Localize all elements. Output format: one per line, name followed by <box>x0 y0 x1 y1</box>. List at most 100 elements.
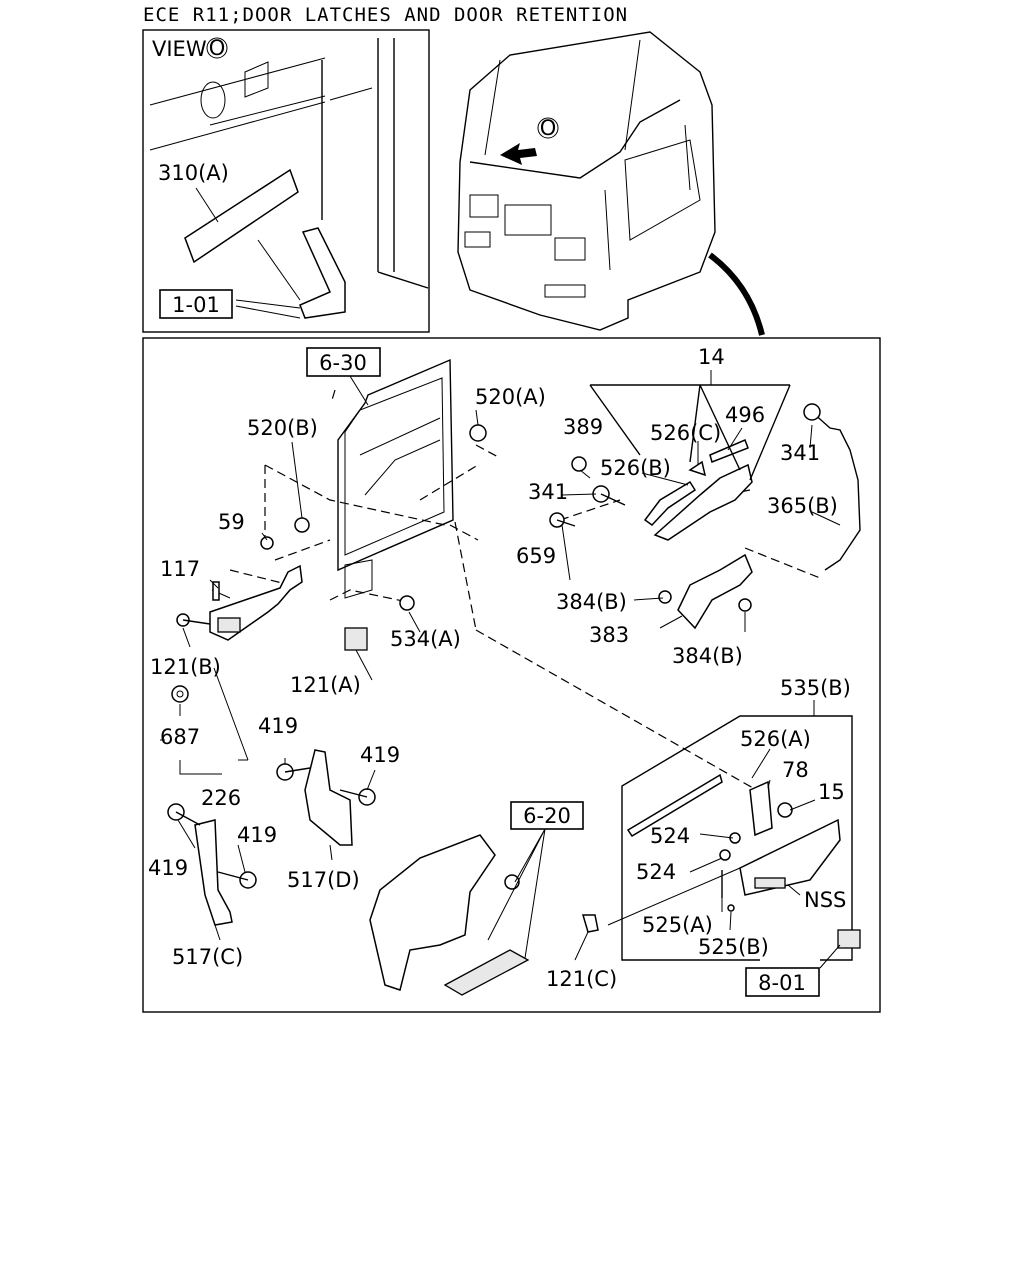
dashed-assembly-lines-left <box>229 389 479 603</box>
clip-121c <box>581 914 599 933</box>
bracket-78 <box>749 780 773 837</box>
label-341-a: 341 <box>780 441 820 465</box>
nut-520a <box>469 424 487 442</box>
label-14: 14 <box>698 345 725 369</box>
screw-384b-2 <box>738 598 752 612</box>
clip-59 <box>260 536 274 550</box>
bolt-15 <box>777 802 793 818</box>
dash-520a <box>475 444 501 459</box>
group-14-lines <box>589 384 791 481</box>
step-tread <box>443 949 530 996</box>
ref-1-01: 1-01 <box>172 293 220 317</box>
label-524-a: 524 <box>650 824 690 848</box>
inset-border <box>142 29 430 333</box>
nut-524b <box>719 849 731 861</box>
dash-diag-b <box>475 629 761 793</box>
label-535b: 535(B) <box>780 676 851 700</box>
label-517d: 517(D) <box>287 868 360 892</box>
label-526c: 526(C) <box>650 421 721 445</box>
cab-light-2 <box>544 284 586 298</box>
main-border <box>142 337 881 1013</box>
cab-grille-2 <box>504 204 552 236</box>
label-15: 15 <box>818 780 845 804</box>
bolt-419d-shank <box>217 871 249 881</box>
bolt-419a-shank <box>284 767 311 773</box>
ref-box-6-30 <box>306 347 381 377</box>
label-419-a: 419 <box>258 714 298 738</box>
cab-pillars <box>484 39 641 156</box>
ref-6-30: 6-30 <box>319 351 367 375</box>
leader-6-30 <box>349 375 369 406</box>
door-outline <box>337 358 454 572</box>
cab-grille-1 <box>469 194 499 218</box>
label-78: 78 <box>782 758 809 782</box>
clip-6-20 <box>504 874 520 890</box>
label-517c: 517(C) <box>172 945 243 969</box>
cab-callout-arrow <box>708 252 765 336</box>
cab-illustration: O <box>457 31 765 336</box>
bracket-517c <box>194 819 233 926</box>
leader-310a <box>195 187 219 223</box>
label-117: 117 <box>160 557 200 581</box>
step-panel <box>369 834 496 991</box>
latch-block <box>217 617 241 633</box>
label-384b-1: 384(B) <box>556 590 627 614</box>
part-496-trim <box>653 463 753 541</box>
rod-365b <box>811 411 861 571</box>
cab-door-window <box>624 139 701 241</box>
cab-body <box>457 31 716 331</box>
door-latch-area <box>344 559 373 599</box>
bracket-517d <box>304 749 353 846</box>
label-nss: NSS <box>804 888 846 912</box>
ref-8-01: 8-01 <box>758 971 806 995</box>
label-524-b: 524 <box>636 860 676 884</box>
nut-534a <box>399 595 415 611</box>
leaders-6-20 <box>487 828 546 959</box>
leader-lines <box>177 370 841 969</box>
part-383 <box>677 553 753 630</box>
door-inner <box>344 377 445 556</box>
inset-frame-lines <box>321 38 429 289</box>
bolt-121b-shank <box>182 619 211 625</box>
cab-door-lines <box>604 124 691 271</box>
label-59: 59 <box>218 510 245 534</box>
screw-384b-1 <box>658 590 672 604</box>
label-496: 496 <box>725 403 765 427</box>
label-419-b: 419 <box>360 743 400 767</box>
cover-slot <box>754 877 786 889</box>
label-365b: 365(B) <box>767 494 838 518</box>
label-525a: 525(A) <box>642 913 713 937</box>
ref-box-6-20 <box>510 801 584 830</box>
trim-526a <box>626 773 723 838</box>
sticker-310a <box>184 168 299 264</box>
ref-6-20: 6-20 <box>523 804 571 828</box>
inset-step <box>299 227 346 319</box>
label-383: 383 <box>589 623 629 647</box>
washer-687 <box>171 685 189 703</box>
inset-view-panel: VIEW O 310(A) 1-01 <box>142 29 430 333</box>
arrow-icon <box>500 143 537 165</box>
cab-light-1 <box>464 231 491 248</box>
cover-nss <box>739 818 841 896</box>
inset-view-label: VIEW <box>152 37 207 61</box>
inset-edge <box>329 87 373 101</box>
screw-389 <box>571 456 587 472</box>
inset-hole <box>200 81 226 119</box>
label-534a: 534(A) <box>390 627 461 651</box>
inset-wall-lines <box>149 57 326 151</box>
screw-117 <box>212 581 220 601</box>
cab-windshield <box>469 99 681 179</box>
label-384b-2: 384(B) <box>672 644 743 668</box>
part-496 <box>709 439 749 463</box>
ref-box-8-01 <box>745 967 820 997</box>
ref-box-1-01 <box>159 289 233 319</box>
label-226: 226 <box>201 786 241 810</box>
label-659: 659 <box>516 544 556 568</box>
door-window-line <box>359 417 441 496</box>
cab-grille-3 <box>554 237 586 261</box>
pin-525b <box>727 904 735 912</box>
bolt-419b-shank <box>339 789 368 798</box>
label-419-c: 419 <box>237 823 277 847</box>
inset-leaders <box>235 239 301 319</box>
